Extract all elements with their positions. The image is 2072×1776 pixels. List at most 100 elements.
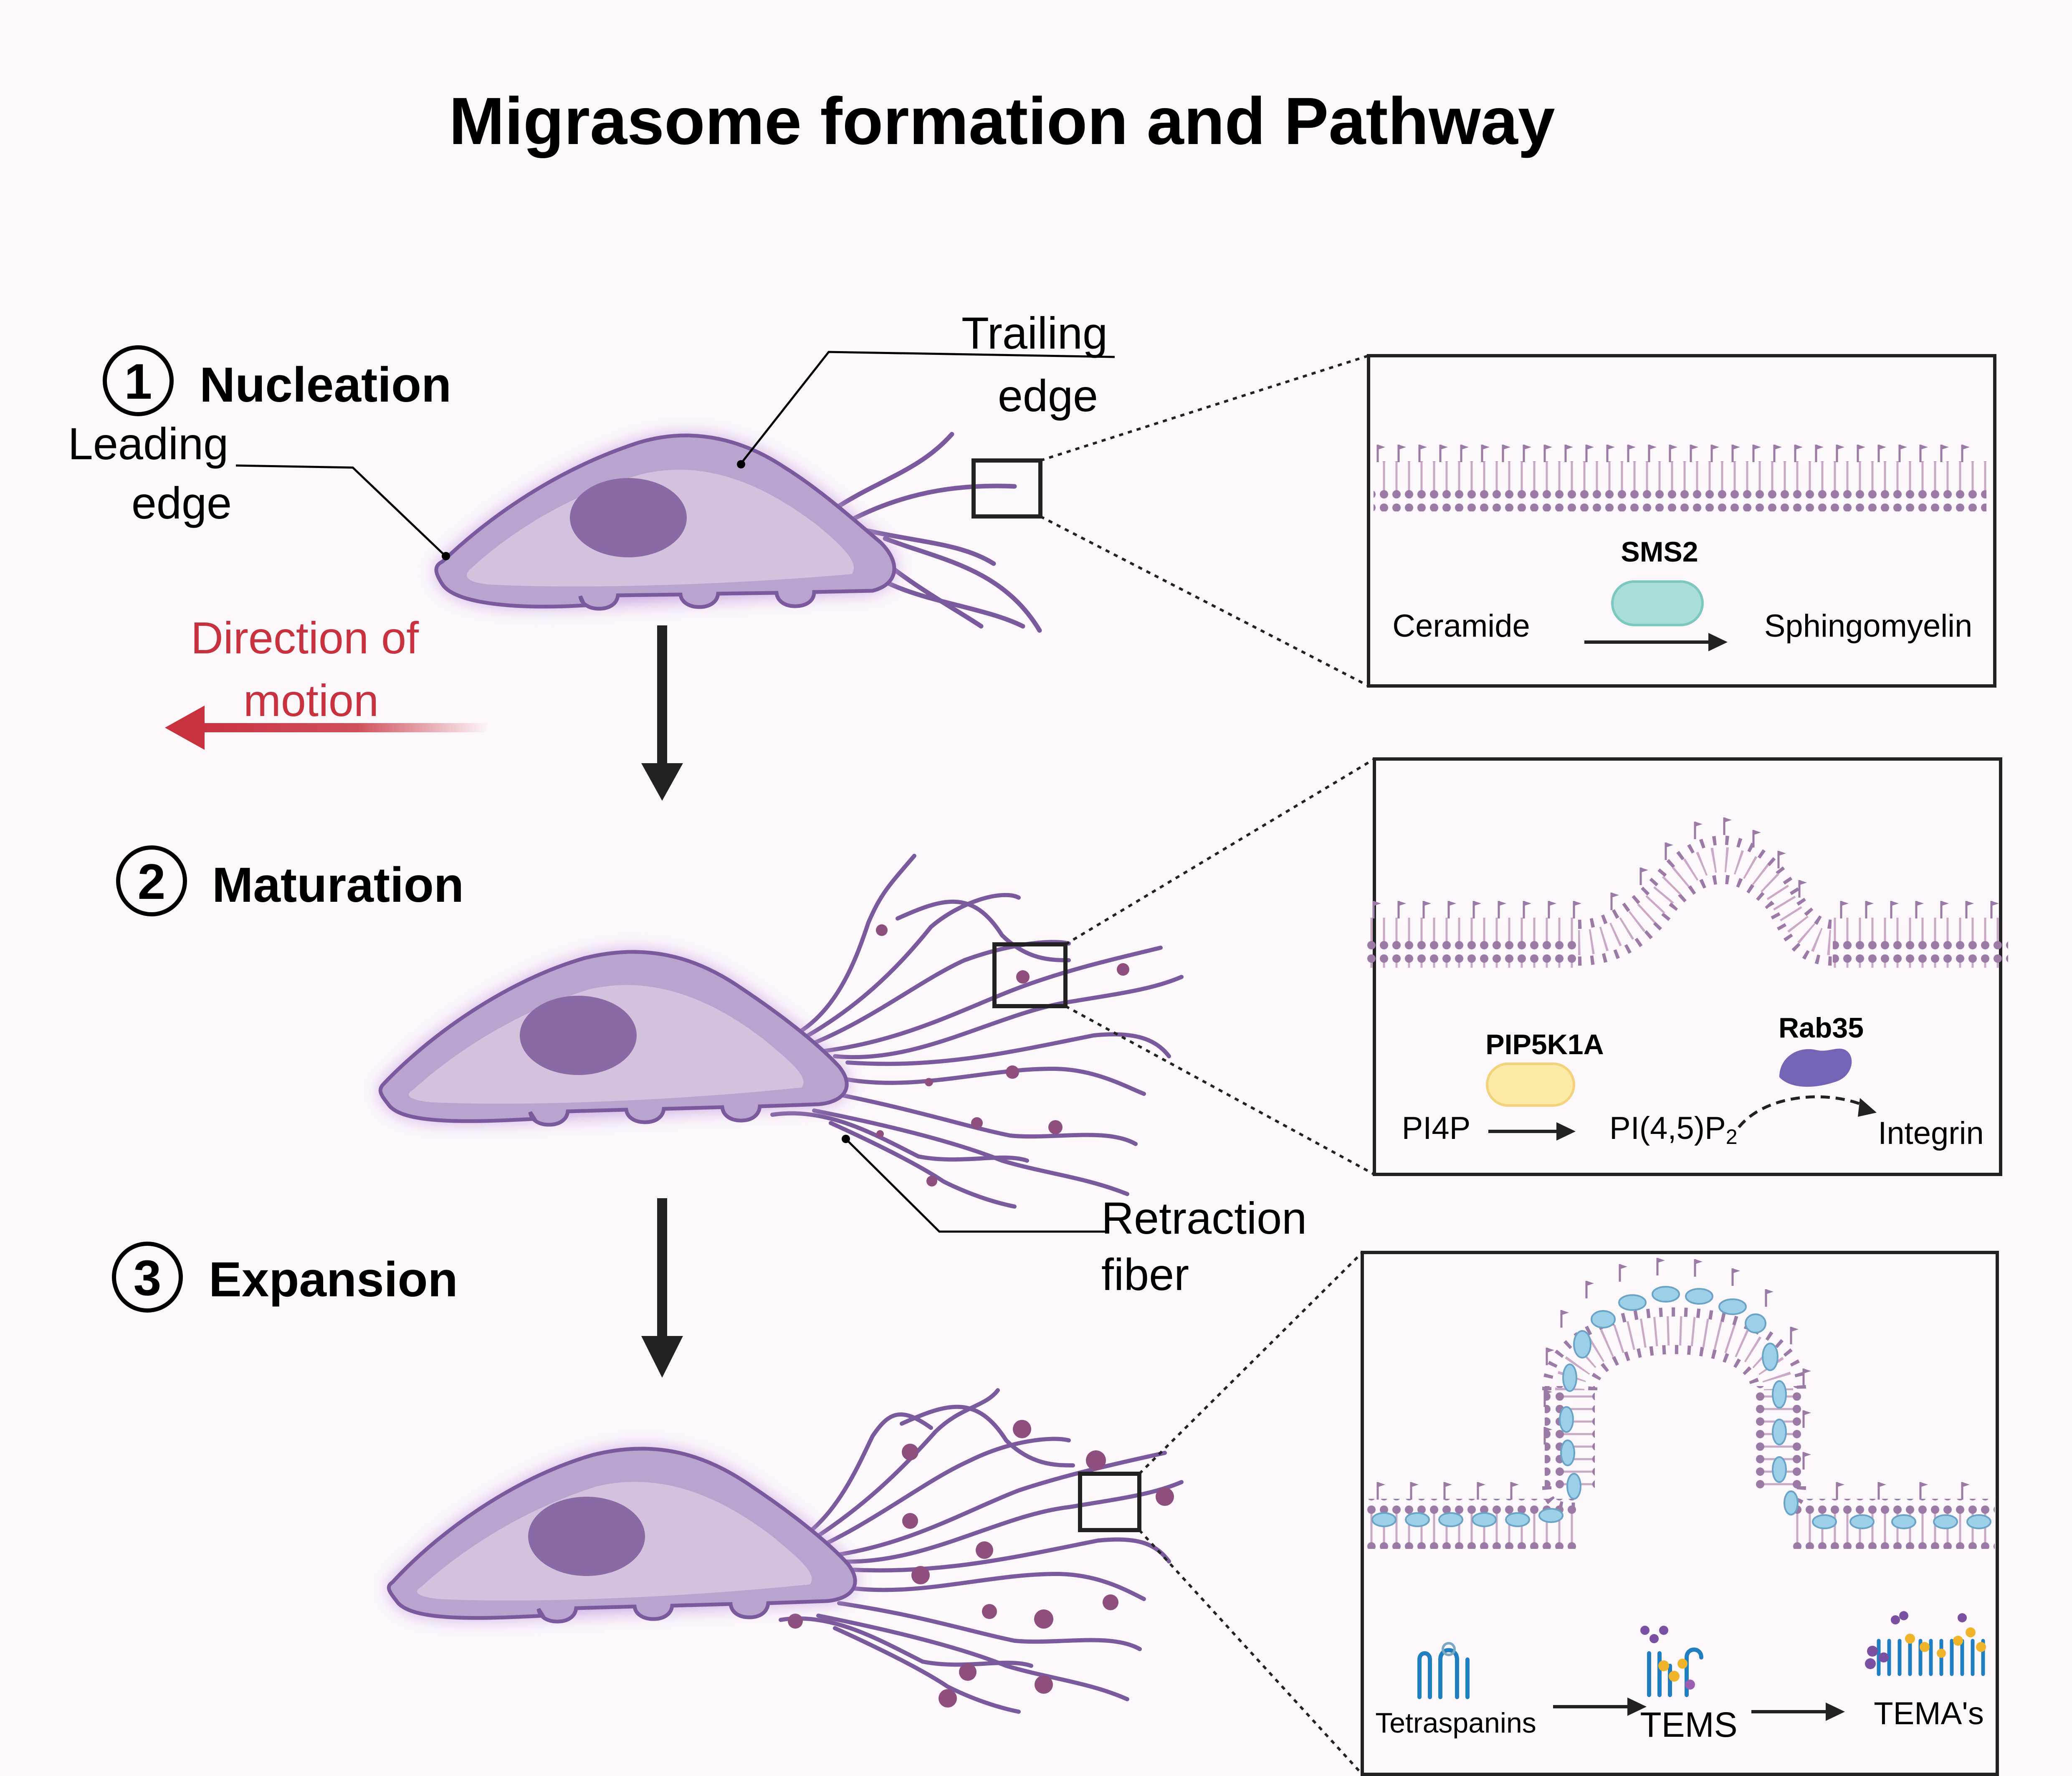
zoom-projection-lines	[1040, 354, 1375, 1776]
rab35-to-integrin-arrow	[1738, 1095, 1877, 1128]
trailing-edge-label-line2: edge	[998, 370, 1098, 421]
detail-panel-nucleation: SMS2 Ceramide Sphingomyelin	[1367, 354, 1996, 688]
zoom-box-1	[971, 458, 1042, 519]
cell-1-nucleus	[570, 478, 687, 557]
temas-icon	[1865, 1611, 1986, 1676]
stage-1-title: Nucleation	[200, 357, 451, 412]
retraction-fiber-label-line2: fiber	[1101, 1249, 1189, 1300]
panel-1-membrane	[1374, 445, 1986, 511]
integrin-label: Integrin	[1878, 1116, 1984, 1151]
migrasome	[1013, 1420, 1031, 1438]
retraction-fiber-label-line1: Retraction	[1101, 1193, 1307, 1243]
leading-edge-callout: Leading edge	[68, 418, 450, 560]
migrasome	[1035, 1675, 1053, 1694]
panel-1-reaction-arrow	[1584, 633, 1728, 651]
cell-expansion	[387, 1388, 1184, 1714]
migrasome	[911, 1566, 930, 1584]
rab35-label: Rab35	[1779, 1012, 1864, 1044]
tems-to-temas-arrow	[1751, 1703, 1845, 1721]
stage-3-number: 3	[134, 1250, 162, 1306]
migrasome	[1103, 1594, 1118, 1610]
stage-1-label: 1 Nucleation	[103, 345, 451, 416]
leading-edge-pointer	[235, 464, 445, 556]
tetraspanin-icon	[1417, 1642, 1470, 1699]
retraction-fiber-callout: Retraction fiber	[842, 1135, 1307, 1300]
migrasome	[982, 1604, 997, 1619]
retraction-fibers-1	[828, 432, 1042, 633]
leading-edge-pointer-dot	[442, 552, 450, 560]
stage-1-number: 1	[124, 354, 152, 410]
rab35-protein-shape	[1779, 1048, 1852, 1087]
sphingomyelin-label: Sphingomyelin	[1764, 608, 1973, 644]
migrasome	[876, 924, 888, 936]
leading-edge-label-line1: Leading	[68, 418, 228, 469]
tetraspanins-label: Tetraspanins	[1375, 1707, 1536, 1739]
figure-title: Migrasome formation and Pathway	[449, 83, 1555, 158]
migrasome	[1034, 1609, 1053, 1629]
retraction-fiber-pointer	[846, 1139, 1106, 1233]
migrasome	[939, 1689, 957, 1708]
migrasome	[959, 1663, 977, 1681]
migrasome	[925, 1078, 933, 1086]
panel-3-tetraspanin-proteins	[1371, 1286, 1991, 1529]
retraction-fibers-2	[770, 854, 1184, 1209]
trailing-edge-pointer-dot	[737, 460, 745, 468]
tems-label: TEMS	[1640, 1705, 1737, 1744]
retraction-fiber-pointer-dot	[842, 1135, 850, 1143]
retraction-fibers-3	[779, 1388, 1184, 1714]
pip5k1a-label: PIP5K1A	[1485, 1029, 1604, 1060]
migrasome	[876, 1130, 884, 1138]
zoom-box-2	[992, 942, 1068, 1008]
migrasome	[1006, 1065, 1019, 1079]
stage-3-number-circle	[112, 1242, 183, 1313]
stage-3-label: 3 Expansion	[112, 1242, 458, 1313]
migrasome	[1086, 1450, 1106, 1470]
tems-icon	[1640, 1626, 1703, 1697]
pi45p2-subscript: 2	[1726, 1125, 1738, 1149]
pi45p2-label: PI(4,5)P2	[1609, 1111, 1738, 1149]
detail-panel-expansion: Tetraspanins TEMS	[1361, 1251, 1999, 1776]
stage-2-number: 2	[138, 854, 166, 910]
ceramide-label: Ceramide	[1392, 608, 1530, 644]
temas-label: TEMA's	[1874, 1696, 1984, 1731]
migrasome	[971, 1117, 983, 1129]
direction-arrow-head	[165, 706, 205, 750]
leading-edge-label-line2: edge	[132, 478, 232, 528]
sms2-label: SMS2	[1621, 536, 1698, 568]
direction-label-line1: Direction of	[191, 612, 419, 663]
panel-2-reaction-arrow	[1488, 1122, 1576, 1141]
trailing-edge-pointer	[740, 351, 1115, 464]
flow-arrow-1	[641, 625, 683, 801]
detail-panel-maturation: PIP5K1A Rab35 PI4P PI(4,5)P2 Integrin	[1365, 757, 2008, 1176]
migrasome	[1156, 1488, 1174, 1506]
migrasome	[902, 1444, 918, 1460]
stage-2-label: 2 Maturation	[116, 845, 464, 916]
cell-nucleation	[434, 432, 1042, 633]
flow-arrow-2	[641, 1198, 683, 1378]
stage-1-number-circle	[103, 345, 174, 416]
stage-2-title: Maturation	[212, 858, 464, 913]
migrasome	[788, 1614, 803, 1629]
zoom-box-3	[1078, 1472, 1141, 1532]
panel-2-membrane	[1365, 817, 2008, 968]
panel-1-frame	[1367, 354, 1996, 688]
migrasome	[902, 1513, 918, 1529]
migrasome	[1117, 963, 1129, 976]
migrasome	[1048, 1120, 1063, 1134]
migrasomes-2	[876, 924, 1129, 1187]
trailing-edge-callout: Trailing edge	[737, 308, 1115, 468]
direction-label-line2: motion	[243, 675, 379, 726]
stage-3-title: Expansion	[209, 1252, 458, 1307]
migrasomes-3	[788, 1420, 1174, 1708]
pip5k1a-enzyme-shape	[1486, 1063, 1575, 1107]
direction-arrow-shaft	[196, 723, 488, 732]
trailing-edge-label-line1: Trailing	[961, 308, 1108, 358]
tetraspanin-to-tems-arrow	[1553, 1698, 1647, 1716]
migrasome	[1016, 970, 1030, 984]
stage-2-number-circle	[116, 845, 187, 916]
cell-3-nucleus	[528, 1497, 645, 1576]
cell-maturation	[378, 854, 1184, 1209]
pi4p-label: PI4P	[1402, 1111, 1471, 1146]
direction-of-motion: Direction of motion	[165, 612, 488, 750]
